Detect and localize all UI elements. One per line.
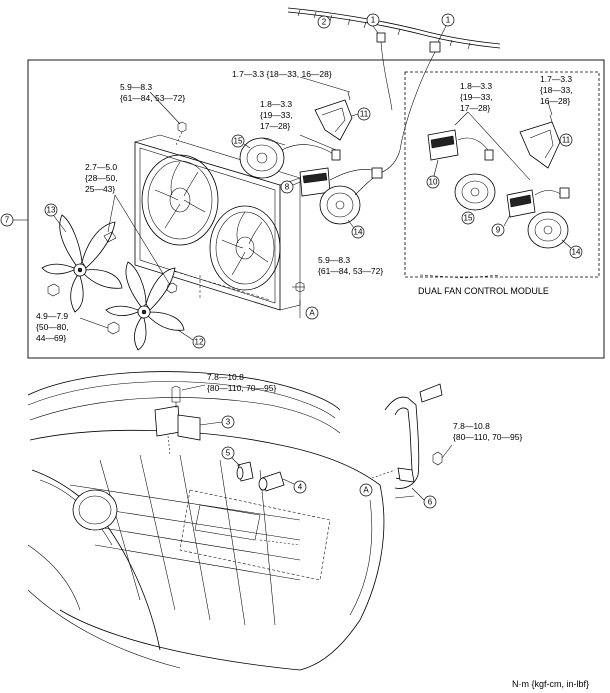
leader-lines <box>79 76 351 329</box>
torque-dual-mid-line2: {19—33, <box>460 92 493 102</box>
callout-15a: 15 <box>234 137 243 146</box>
bracket-main <box>314 91 353 141</box>
callout-4: 4 <box>298 483 303 492</box>
torque-upper-bolt-line1: 5.9—8.3 <box>120 82 152 92</box>
callout-1a: 1 <box>371 16 376 25</box>
callout-5: 5 <box>226 449 231 458</box>
torque-shroud-top: 1.7—3.3 {18—33, 16—28} <box>232 69 332 79</box>
torque-fan12-nut-line1: 4.9—7.9 <box>36 311 68 321</box>
callout-3: 3 <box>226 418 231 427</box>
callout-14a: 14 <box>354 228 363 237</box>
callout-6: 6 <box>428 498 433 507</box>
torque-fan-nut-line3: 25—43} <box>85 184 115 194</box>
torque-module3-line2: {80—110, 70—95} <box>207 383 276 393</box>
callout-13: 13 <box>47 206 56 215</box>
torque-motor-mid-line1: 1.8—3.3 <box>260 99 292 109</box>
torque-module3-line1: 7.8—10.8 <box>207 372 244 382</box>
torque-fan12-nut-line2: {50—80, <box>36 322 69 332</box>
main-frame <box>27 59 605 359</box>
connectors-4-5 <box>231 457 295 492</box>
torque-motor-mid-line2: {19—33, <box>260 110 293 120</box>
torque-upper-bolt-line2: {61—84, 53—72} <box>120 93 185 103</box>
torque-fan-nut-line2: {28—50, <box>85 173 118 183</box>
callout-14b: 14 <box>572 248 581 257</box>
dual-module-parts <box>427 101 570 249</box>
control-module-3 <box>154 385 201 456</box>
torque-dual-right-line1: 1.7—3.3 <box>540 74 572 84</box>
fan-motor-lower <box>319 167 383 225</box>
torque-lower-bolt-line2: {61—84, 53—72} <box>318 266 383 276</box>
fan-blade-12 <box>105 261 185 351</box>
callout-15b: 15 <box>464 214 473 223</box>
torque-units-legend: N·m {kgf-cm, in-lbf} <box>512 679 589 689</box>
torque-fan-nut-line1: 2.7—5.0 <box>85 162 117 172</box>
torque-bracket6-line1: 7.8—10.8 <box>453 421 490 431</box>
torque-labels: 5.9—8.3 {61—84, 53—72} 1.7—3.3 {18—33, 1… <box>36 69 589 689</box>
callout-10: 10 <box>429 178 438 187</box>
torque-dual-right-line2: {18—33, <box>540 85 573 95</box>
callout-9: 9 <box>496 226 501 235</box>
callout-11a: 11 <box>360 110 369 119</box>
fan-motor-upper <box>239 137 341 179</box>
torque-motor-mid-line3: 17—28} <box>260 121 290 131</box>
torque-bracket6-line2: {80—110, 70—95} <box>453 432 522 442</box>
callout-1b: 1 <box>446 16 451 25</box>
torque-dual-mid-line1: 1.8—3.3 <box>460 81 492 91</box>
callouts: 1 1 2 3 4 5 6 7 8 9 10 11 11 12 <box>0 13 583 509</box>
callout-8: 8 <box>285 183 290 192</box>
mounting-bracket-6 <box>371 383 453 499</box>
control-module-main <box>299 167 373 197</box>
callout-7: 7 <box>5 216 10 225</box>
dual-module-box <box>404 71 600 278</box>
fan-blade-13 <box>41 214 123 313</box>
torque-dual-mid-line3: 17—28} <box>460 103 490 113</box>
callout-A-lower: A <box>363 486 369 495</box>
dual-fan-control-caption: DUAL FAN CONTROL MODULE <box>418 286 549 296</box>
torque-fan12-nut-line3: 44—69} <box>36 333 66 343</box>
callout-11b: 11 <box>562 136 571 145</box>
callout-A-upper: A <box>309 309 315 318</box>
car-front <box>27 371 385 671</box>
callout-12: 12 <box>195 338 204 347</box>
torque-dual-right-line3: 16—28} <box>540 96 570 106</box>
torque-lower-bolt-line1: 5.9—8.3 <box>318 255 350 265</box>
callout-2: 2 <box>322 18 327 27</box>
upper-bolt <box>175 121 187 146</box>
